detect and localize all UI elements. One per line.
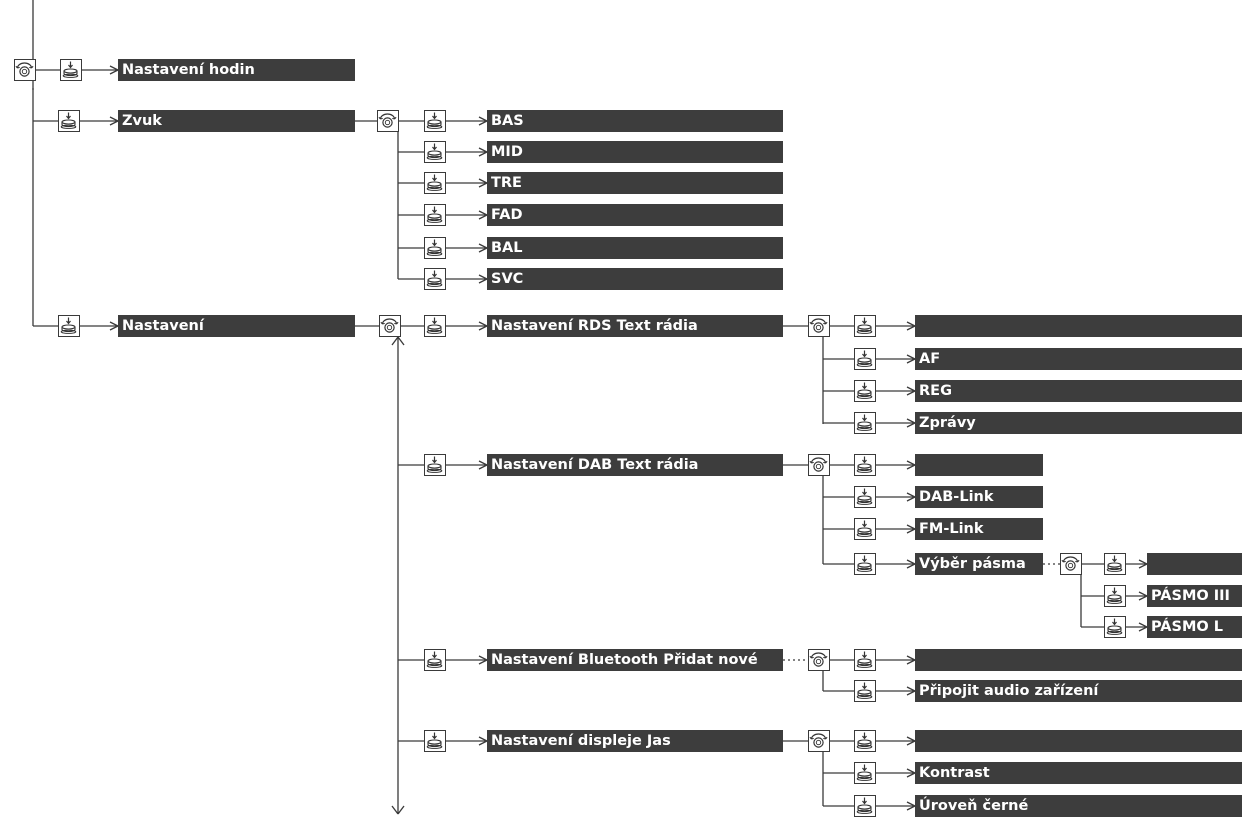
- menu-item-settings: Nastavení: [118, 315, 355, 337]
- display-header: Nastavení displeje Jas: [487, 730, 783, 752]
- rotary-knob-icon: [1060, 553, 1082, 575]
- press-knob-icon: [424, 649, 446, 671]
- rds-item-2: REG: [915, 380, 1242, 402]
- band-item-0: [1147, 553, 1242, 575]
- press-knob-icon: [1104, 616, 1126, 638]
- sound-item-bas: BAS: [487, 110, 783, 132]
- rotary-knob-icon: [14, 59, 36, 81]
- press-knob-icon: [58, 315, 80, 337]
- display-item-1: Kontrast: [915, 762, 1242, 784]
- menu-item-sound: Zvuk: [118, 110, 355, 132]
- bluetooth-item-0: [915, 649, 1242, 671]
- press-knob-icon: [424, 454, 446, 476]
- press-knob-icon: [854, 680, 876, 702]
- press-knob-icon: [60, 59, 82, 81]
- connector-line: [391, 805, 399, 815]
- bluetooth-item-1: Připojit audio zařízení: [915, 680, 1242, 702]
- press-knob-icon: [424, 141, 446, 163]
- band-item-2: PÁSMO L: [1147, 616, 1242, 638]
- press-knob-icon: [854, 518, 876, 540]
- display-item-2: Úroveň černé: [915, 795, 1242, 817]
- press-knob-icon: [854, 649, 876, 671]
- press-knob-icon: [1104, 585, 1126, 607]
- sound-item-svc: SVC: [487, 268, 783, 290]
- dab-item-1: DAB-Link: [915, 486, 1043, 508]
- sound-item-mid: MID: [487, 141, 783, 163]
- dab-item-2: FM-Link: [915, 518, 1043, 540]
- rotary-knob-icon: [377, 110, 399, 132]
- press-knob-icon: [1104, 553, 1126, 575]
- press-knob-icon: [424, 172, 446, 194]
- press-knob-icon: [854, 486, 876, 508]
- press-knob-icon: [854, 412, 876, 434]
- connector-line: [391, 336, 399, 346]
- rds-item-1: AF: [915, 348, 1242, 370]
- rds-item-0: [915, 315, 1242, 337]
- sound-item-tre: TRE: [487, 172, 783, 194]
- rotary-knob-icon: [808, 315, 830, 337]
- rotary-knob-icon: [808, 649, 830, 671]
- rotary-knob-icon: [808, 454, 830, 476]
- press-knob-icon: [854, 730, 876, 752]
- press-knob-icon: [854, 380, 876, 402]
- connector-line: [397, 336, 405, 346]
- press-knob-icon: [854, 762, 876, 784]
- band-item-1: PÁSMO III: [1147, 585, 1242, 607]
- rds-item-3: Zprávy: [915, 412, 1242, 434]
- bluetooth-header: Nastavení Bluetooth Přidat nové: [487, 649, 783, 671]
- press-knob-icon: [854, 315, 876, 337]
- press-knob-icon: [424, 110, 446, 132]
- press-knob-icon: [854, 348, 876, 370]
- press-knob-icon: [854, 454, 876, 476]
- press-knob-icon: [58, 110, 80, 132]
- sound-item-fad: FAD: [487, 204, 783, 226]
- press-knob-icon: [424, 204, 446, 226]
- dab-header: Nastavení DAB Text rádia: [487, 454, 783, 476]
- dab-item-3: Výběr pásma: [915, 553, 1043, 575]
- display-item-0: [915, 730, 1242, 752]
- sound-item-bal: BAL: [487, 237, 783, 259]
- rotary-knob-icon: [379, 315, 401, 337]
- press-knob-icon: [854, 795, 876, 817]
- menu-item-clock: Nastavení hodin: [118, 59, 355, 81]
- press-knob-icon: [424, 268, 446, 290]
- press-knob-icon: [424, 237, 446, 259]
- dab-item-0: [915, 454, 1043, 476]
- press-knob-icon: [854, 553, 876, 575]
- press-knob-icon: [424, 730, 446, 752]
- press-knob-icon: [424, 315, 446, 337]
- rotary-knob-icon: [808, 730, 830, 752]
- connector-line: [397, 805, 405, 815]
- rds-header: Nastavení RDS Text rádia: [487, 315, 783, 337]
